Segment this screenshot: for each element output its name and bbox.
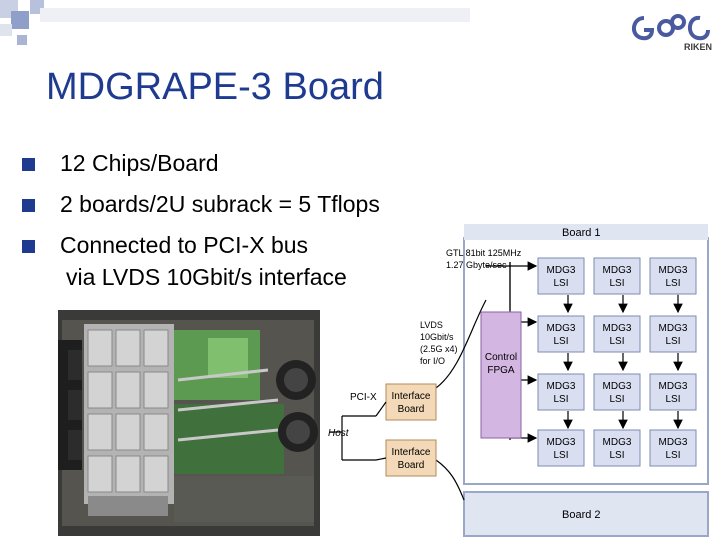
svg-text:MDG3: MDG3 xyxy=(659,265,688,276)
svg-text:LSI: LSI xyxy=(665,450,680,461)
bullet-continuation: via LVDS 10Gbit/s interface xyxy=(66,264,347,290)
bullet-text: 12 Chips/Board xyxy=(60,150,219,176)
interface-board-label: Interface xyxy=(392,391,431,402)
svg-text:LSI: LSI xyxy=(665,336,680,347)
system-diagram: Board 1 Board 2 GTL 81bit 125MHz 1.27 Gb… xyxy=(328,224,709,537)
lvds-label: (2.5G x4) xyxy=(420,344,458,354)
svg-text:LSI: LSI xyxy=(553,336,568,347)
svg-text:LSI: LSI xyxy=(609,278,624,289)
square-bullet-icon xyxy=(22,240,35,253)
svg-text:MDG3: MDG3 xyxy=(547,381,576,392)
control-fpga-label: FPGA xyxy=(487,365,515,376)
svg-text:MDG3: MDG3 xyxy=(659,381,688,392)
svg-text:LSI: LSI xyxy=(665,394,680,405)
corner-decoration xyxy=(0,0,470,45)
svg-text:LSI: LSI xyxy=(553,394,568,405)
svg-text:MDG3: MDG3 xyxy=(547,265,576,276)
svg-text:LSI: LSI xyxy=(665,278,680,289)
bullet-item: 12 Chips/Board xyxy=(22,143,380,184)
interface-board-label: Board xyxy=(398,460,425,471)
svg-text:MDG3: MDG3 xyxy=(659,437,688,448)
gtl-rate-label: 1.27 Gbyte/sec xyxy=(446,260,507,270)
riken-logo: RIKEN xyxy=(626,10,716,54)
svg-text:MDG3: MDG3 xyxy=(603,323,632,334)
board-2-label: Board 2 xyxy=(562,509,601,521)
gtl-label: GTL 81bit 125MHz xyxy=(446,248,522,258)
control-fpga xyxy=(480,311,522,439)
interface-board-label: Interface xyxy=(392,447,431,458)
svg-text:MDG3: MDG3 xyxy=(547,323,576,334)
square-bullet-icon xyxy=(22,158,35,171)
svg-text:LSI: LSI xyxy=(553,278,568,289)
board-1-header xyxy=(464,224,708,240)
svg-text:LSI: LSI xyxy=(609,450,624,461)
svg-text:LSI: LSI xyxy=(553,450,568,461)
host-label: Host xyxy=(328,428,350,439)
svg-text:LSI: LSI xyxy=(609,336,624,347)
svg-text:MDG3: MDG3 xyxy=(547,437,576,448)
svg-text:MDG3: MDG3 xyxy=(603,437,632,448)
bullet-text: 2 boards/2U subrack = 5 Tflops xyxy=(60,191,380,217)
bullet-item: 2 boards/2U subrack = 5 Tflops xyxy=(22,184,380,225)
interface-board-1 xyxy=(385,383,437,421)
bullet-item: Connected to PCI-X bus xyxy=(22,225,380,266)
page-title: MDGRAPE-3 Board xyxy=(46,66,384,108)
board-2-frame xyxy=(463,491,709,537)
bullet-text: Connected to PCI-X bus xyxy=(60,232,309,258)
interface-board-label: Board xyxy=(398,404,425,415)
bullet-list: 12 Chips/Board 2 boards/2U subrack = 5 T… xyxy=(22,143,380,266)
riken-logo-text: RIKEN xyxy=(684,42,712,52)
square-bullet-icon xyxy=(22,199,35,212)
board-photo xyxy=(58,310,320,536)
board-1-label: Board 1 xyxy=(562,227,601,239)
svg-text:MDG3: MDG3 xyxy=(603,265,632,276)
lvds-label: 10Gbit/s xyxy=(420,332,454,342)
svg-text:LSI: LSI xyxy=(609,394,624,405)
lvds-label: for I/O xyxy=(420,356,445,366)
svg-text:MDG3: MDG3 xyxy=(659,323,688,334)
pcix-label: PCI-X xyxy=(350,392,377,403)
control-fpga-label: Control xyxy=(485,352,517,363)
lvds-label: LVDS xyxy=(420,320,443,330)
svg-text:MDG3: MDG3 xyxy=(603,381,632,392)
